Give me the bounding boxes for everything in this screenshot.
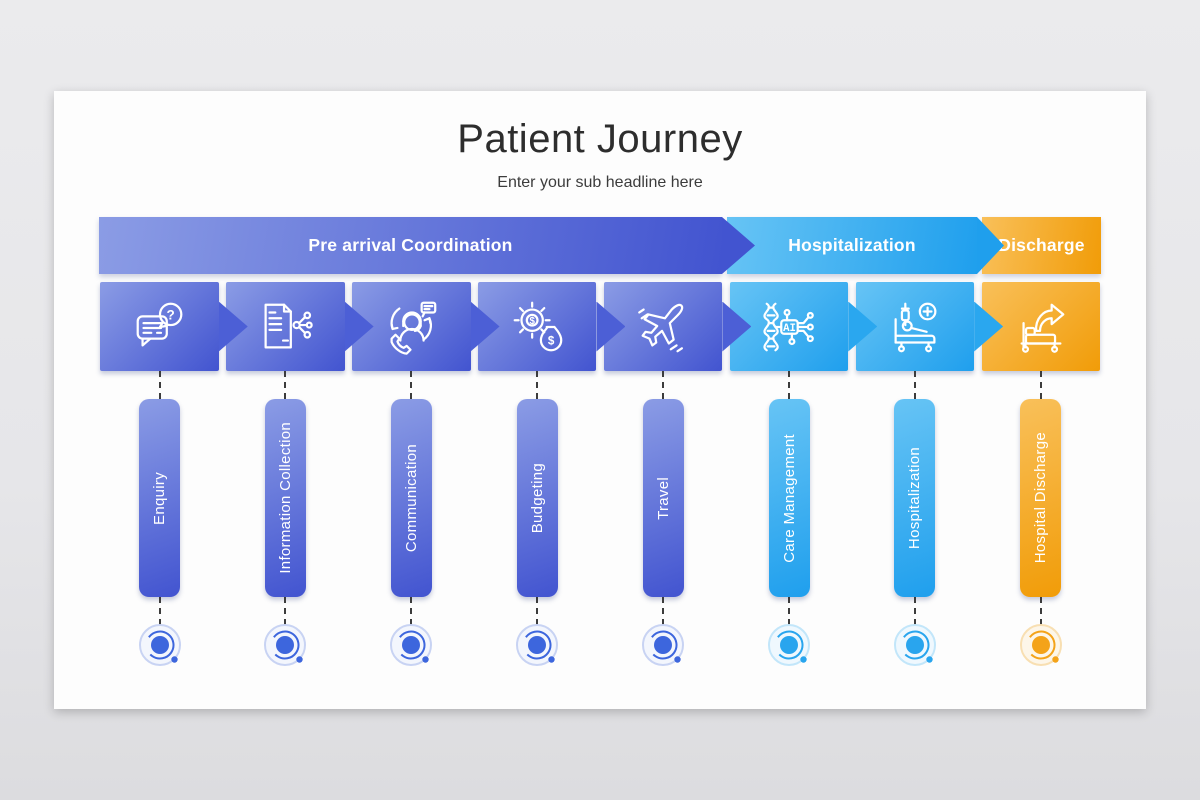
step-pill-label: Enquiry (151, 471, 168, 525)
dashed-connector (662, 371, 665, 399)
dna-ai-icon: AI (763, 302, 814, 351)
step-pill: Enquiry (139, 399, 180, 597)
dashed-connector (788, 371, 790, 399)
slide: Patient Journey Enter your sub headline … (54, 91, 1146, 709)
gear-money-icon: $$ (513, 301, 563, 351)
page-title: Patient Journey (457, 117, 743, 161)
chat-question-icon: ? (136, 302, 182, 347)
phase-banner-label: Pre arrival Coordination (308, 235, 513, 255)
orbit-marker-icon (387, 621, 435, 669)
phase-banner-hospitalization: Hospitalization (727, 217, 977, 274)
step-pill-label: Care Management (780, 433, 798, 563)
step-pill: Travel (642, 399, 684, 597)
page-subtitle: Enter your sub headline here (497, 174, 703, 191)
orbit-marker-icon (261, 621, 309, 669)
dashed-connector (913, 597, 916, 625)
step-square: ? (100, 282, 219, 371)
dashed-connector (1039, 371, 1042, 399)
orbit-marker-icon (136, 621, 184, 669)
phase-banner-label: Hospitalization (788, 235, 916, 255)
dashed-connector (1039, 597, 1042, 625)
orbit-marker-icon (513, 621, 561, 669)
step-pill-label: Information Collection (276, 422, 294, 574)
step-pill-label: Travel (654, 476, 672, 520)
step-pill-label: Communication (402, 443, 420, 553)
orbit-marker-icon (765, 621, 813, 669)
bed-discharge-icon (1020, 303, 1065, 353)
step-pill: Hospital Discharge (1020, 399, 1062, 597)
svg-text:?: ? (166, 307, 174, 322)
svg-text:$: $ (530, 316, 536, 327)
orbit-marker-icon (1017, 621, 1065, 669)
step-pill: Hospitalization (894, 399, 936, 597)
dashed-connector (913, 371, 916, 399)
airplane-icon (638, 303, 684, 352)
orbit-marker-icon (639, 621, 687, 669)
support-agent-icon (390, 301, 437, 355)
phase-banner-label: Discharge (998, 235, 1085, 255)
step-pill: Communication (390, 399, 432, 597)
dashed-connector (158, 597, 161, 625)
orbit-marker-icon (891, 621, 939, 669)
dashed-connector (284, 371, 287, 399)
dashed-connector (788, 597, 790, 625)
hospital-bed-icon (894, 302, 937, 352)
dashed-connector (536, 597, 539, 625)
dashed-connector (410, 597, 413, 625)
svg-text:AI: AI (783, 322, 796, 334)
dashed-connector (284, 597, 287, 625)
dashed-connector (536, 371, 539, 399)
dashed-connector (158, 371, 161, 399)
dashed-connector (662, 597, 665, 625)
dashed-connector (410, 371, 413, 399)
step-pill-label: Hospitalization (906, 446, 924, 550)
step-pill: Care Management (768, 399, 810, 597)
phase-banner-pre-arrival: Pre arrival Coordination (99, 217, 722, 274)
step-pill: Budgeting (516, 399, 558, 597)
step-pill: Information Collection (264, 399, 306, 597)
document-share-icon (264, 303, 314, 348)
step-pill-label: Budgeting (528, 462, 546, 534)
svg-text:$: $ (548, 334, 555, 347)
step-pill-label: Hospital Discharge (1032, 432, 1050, 564)
